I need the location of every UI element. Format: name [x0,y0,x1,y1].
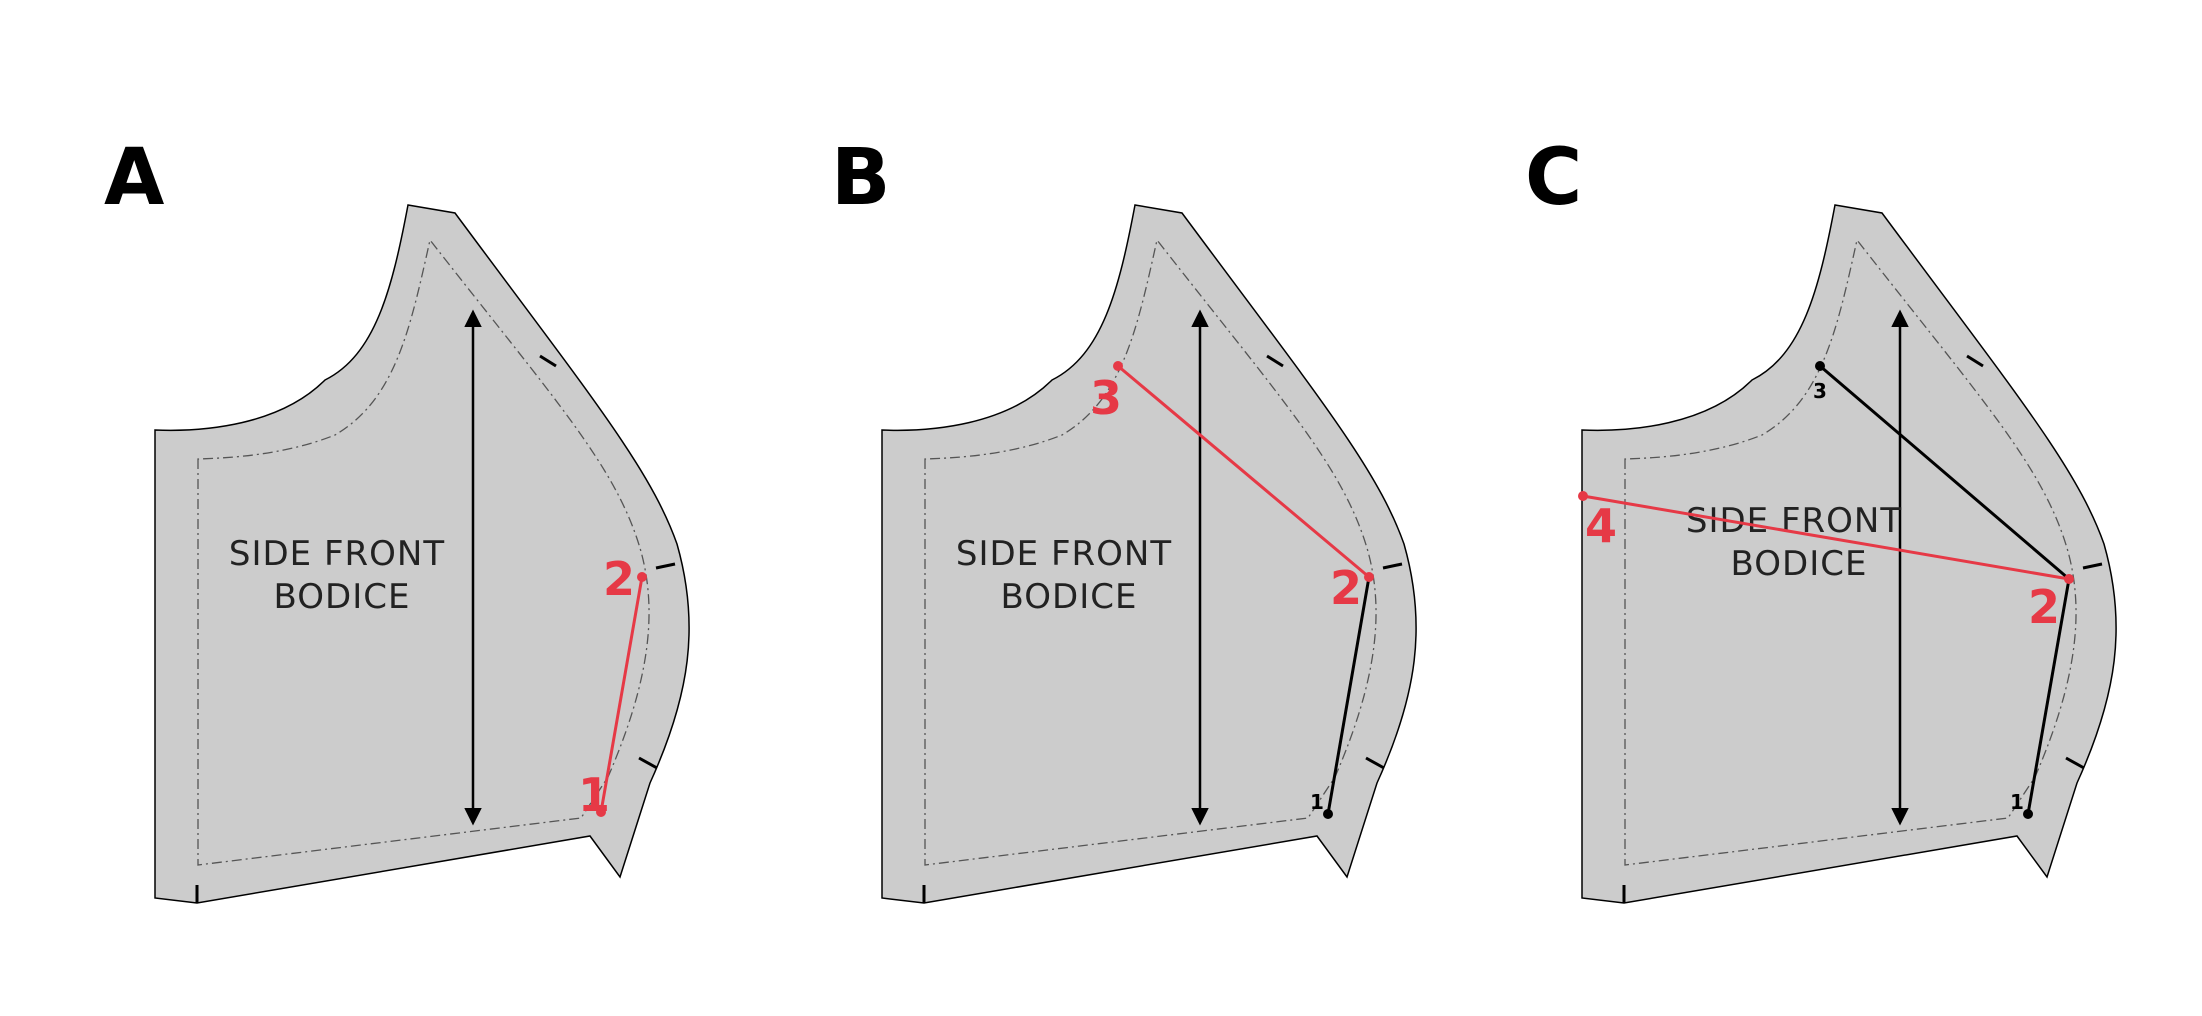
point-2-dot [1364,572,1374,582]
seam-allowance-line [197,238,650,866]
piece-label-line2: BODICE [1001,577,1138,617]
notch-mark [539,354,557,368]
point-2-label: 2 [2028,580,2060,634]
point-1-dot [596,807,606,817]
panel-a: A SIDE FRONT BODICE 1 2 [104,133,690,904]
measure-line-1-2 [599,576,644,813]
point-2-dot [2064,574,2074,584]
panel-c: C SIDE FRONT BODICE 1 3 2 4 [1525,133,2117,904]
bodice-piece-outline [154,204,690,904]
measured-line-1-2 [1326,576,1371,815]
point-1-label: 1 [578,768,610,822]
point-2-dot [637,572,647,582]
notch-mark [1365,756,1385,770]
piece-label-line1: SIDE FRONT [956,534,1172,574]
panel-b: B SIDE FRONT BODICE 1 2 3 [831,133,1417,904]
measured-line-2-3 [1819,364,2070,581]
point-3-label: 3 [1813,379,1827,403]
notch-mark [655,562,676,570]
notch-mark [638,756,658,770]
notch-mark [2065,756,2085,770]
point-3-dot [1113,361,1123,371]
notch-mark [2082,562,2103,570]
point-3-label: 3 [1090,371,1122,425]
piece-label-line2: BODICE [1731,544,1868,584]
bodice-piece-outline [881,204,1417,904]
point-1-label: 1 [2010,790,2024,814]
notch-mark [1266,354,1284,368]
panel-letter: A [104,133,164,223]
piece-label-line1: SIDE FRONT [229,534,445,574]
point-1-dot [2023,809,2033,819]
point-2-label: 2 [603,552,635,606]
notch-mark [1382,562,1403,570]
point-4-dot [1578,491,1588,501]
piece-label-line1: SIDE FRONT [1686,501,1902,541]
point-1-dot [1323,809,1333,819]
point-2-label: 2 [1330,561,1362,615]
notch-mark [1966,354,1984,368]
panel-letter: B [831,133,890,223]
panel-letter: C [1525,133,1582,223]
bodice-piece-outline [1581,204,2117,904]
point-1-label: 1 [1310,790,1324,814]
measured-line-1-2 [2026,578,2071,815]
seam-allowance-line [924,238,1377,866]
measure-line-2-4 [1582,494,2070,581]
seam-allowance-line [1624,238,2077,866]
piece-label-line2: BODICE [274,577,411,617]
point-4-label: 4 [1585,499,1617,553]
measure-line-2-3 [1117,364,1370,579]
point-3-dot [1815,361,1825,371]
